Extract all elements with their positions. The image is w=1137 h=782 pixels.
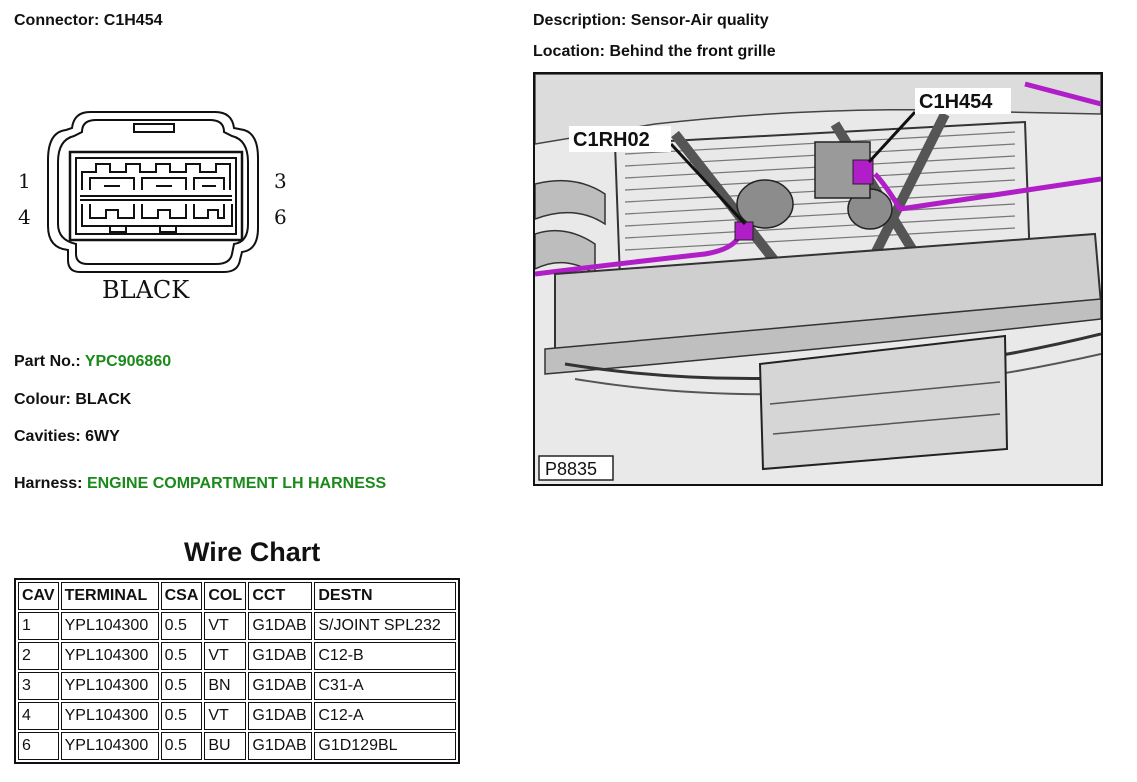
cell-destn: C31-A	[314, 672, 457, 700]
cell-destn: C12-B	[314, 642, 457, 670]
cell-terminal: YPL104300	[60, 612, 159, 640]
cell-csa: 0.5	[160, 672, 203, 700]
connector-line: Connector: C1H454	[14, 12, 162, 30]
cell-csa: 0.5	[160, 642, 203, 670]
callout-c1h454: C1H454	[919, 91, 993, 113]
latch-key	[133, 123, 175, 133]
connector-face-diagram: 1 3 4 6 BLACK	[18, 111, 287, 304]
part-number-label: Part No.:	[14, 353, 81, 370]
cell-terminal: YPL104300	[60, 732, 159, 760]
cell-cct: G1DAB	[248, 732, 313, 760]
front-grille-illustration: C1H454 C1RH02 P8835	[535, 74, 1101, 484]
part-number-line: Part No.: YPC906860	[14, 353, 171, 371]
cavities-line: Cavities: 6WY	[14, 428, 120, 446]
cell-cct: G1DAB	[248, 702, 313, 730]
table-row: 6 YPL104300 0.5 BU G1DAB G1D129BL	[18, 732, 457, 760]
figure-ref-code: P8835	[545, 459, 597, 479]
harness-line: Harness: ENGINE COMPARTMENT LH HARNESS	[14, 475, 386, 493]
colour-value: BLACK	[75, 391, 132, 408]
cell-col: BU	[204, 732, 247, 760]
cavities-value: 6WY	[85, 428, 120, 445]
terminal-row-lower	[81, 204, 233, 227]
pin-label-4: 4	[18, 205, 31, 229]
cell-cct: G1DAB	[248, 612, 313, 640]
pin-label-3: 3	[274, 169, 287, 193]
description-line: Description: Sensor-Air quality	[533, 12, 769, 30]
description-value: Sensor-Air quality	[630, 12, 769, 29]
connector-color-label: BLACK	[102, 276, 190, 304]
cell-col: VT	[204, 702, 247, 730]
cell-terminal: YPL104300	[60, 642, 159, 670]
colour-line: Colour: BLACK	[14, 391, 131, 409]
connector-c1h454-marker	[852, 159, 874, 185]
cell-csa: 0.5	[160, 612, 203, 640]
table-row: 4 YPL104300 0.5 VT G1DAB C12-A	[18, 702, 457, 730]
col-header-cav: CAV	[18, 582, 59, 610]
pin-label-6: 6	[274, 205, 287, 229]
table-row: 3 YPL104300 0.5 BN G1DAB C31-A	[18, 672, 457, 700]
cell-cav: 3	[18, 672, 59, 700]
location-line: Location: Behind the front grille	[533, 43, 776, 61]
connector-id: C1H454	[103, 12, 163, 29]
cell-col: BN	[204, 672, 247, 700]
table-row: 2 YPL104300 0.5 VT G1DAB C12-B	[18, 642, 457, 670]
col-header-terminal: TERMINAL	[60, 582, 159, 610]
connector-outer-body	[47, 111, 259, 273]
col-header-destn: DESTN	[314, 582, 457, 610]
cavities-label: Cavities:	[14, 428, 81, 445]
harness-label: Harness:	[14, 475, 83, 492]
col-header-csa: CSA	[160, 582, 203, 610]
cell-csa: 0.5	[160, 732, 203, 760]
terminal-row-upper	[81, 163, 231, 190]
cell-col: VT	[204, 642, 247, 670]
location-value: Behind the front grille	[609, 43, 776, 60]
cell-csa: 0.5	[160, 702, 203, 730]
cell-cav: 1	[18, 612, 59, 640]
cell-cct: G1DAB	[248, 642, 313, 670]
callout-c1rh02: C1RH02	[573, 129, 650, 151]
cell-cav: 2	[18, 642, 59, 670]
location-label: Location:	[533, 43, 605, 60]
cell-col: VT	[204, 612, 247, 640]
cell-cav: 6	[18, 732, 59, 760]
cell-destn: S/JOINT SPL232	[314, 612, 457, 640]
connector-label: Connector:	[14, 12, 100, 29]
cell-terminal: YPL104300	[60, 702, 159, 730]
pin-label-1: 1	[18, 169, 31, 193]
col-header-cct: CCT	[248, 582, 313, 610]
table-row: 1 YPL104300 0.5 VT G1DAB S/JOINT SPL232	[18, 612, 457, 640]
cell-destn: G1D129BL	[314, 732, 457, 760]
location-illustration: C1H454 C1RH02 P8835	[533, 72, 1103, 486]
cell-cav: 4	[18, 702, 59, 730]
wire-chart-title: Wire Chart	[184, 537, 321, 567]
wire-chart-table: CAV TERMINAL CSA COL CCT DESTN 1 YPL1043…	[14, 578, 461, 764]
colour-label: Colour:	[14, 391, 71, 408]
harness-link[interactable]: ENGINE COMPARTMENT LH HARNESS	[86, 475, 387, 492]
cell-cct: G1DAB	[248, 672, 313, 700]
part-number-link[interactable]: YPC906860	[84, 353, 172, 370]
description-label: Description:	[533, 12, 627, 29]
cell-destn: C12-A	[314, 702, 457, 730]
col-header-col: COL	[204, 582, 247, 610]
cell-terminal: YPL104300	[60, 672, 159, 700]
table-header-row: CAV TERMINAL CSA COL CCT DESTN	[18, 582, 457, 610]
